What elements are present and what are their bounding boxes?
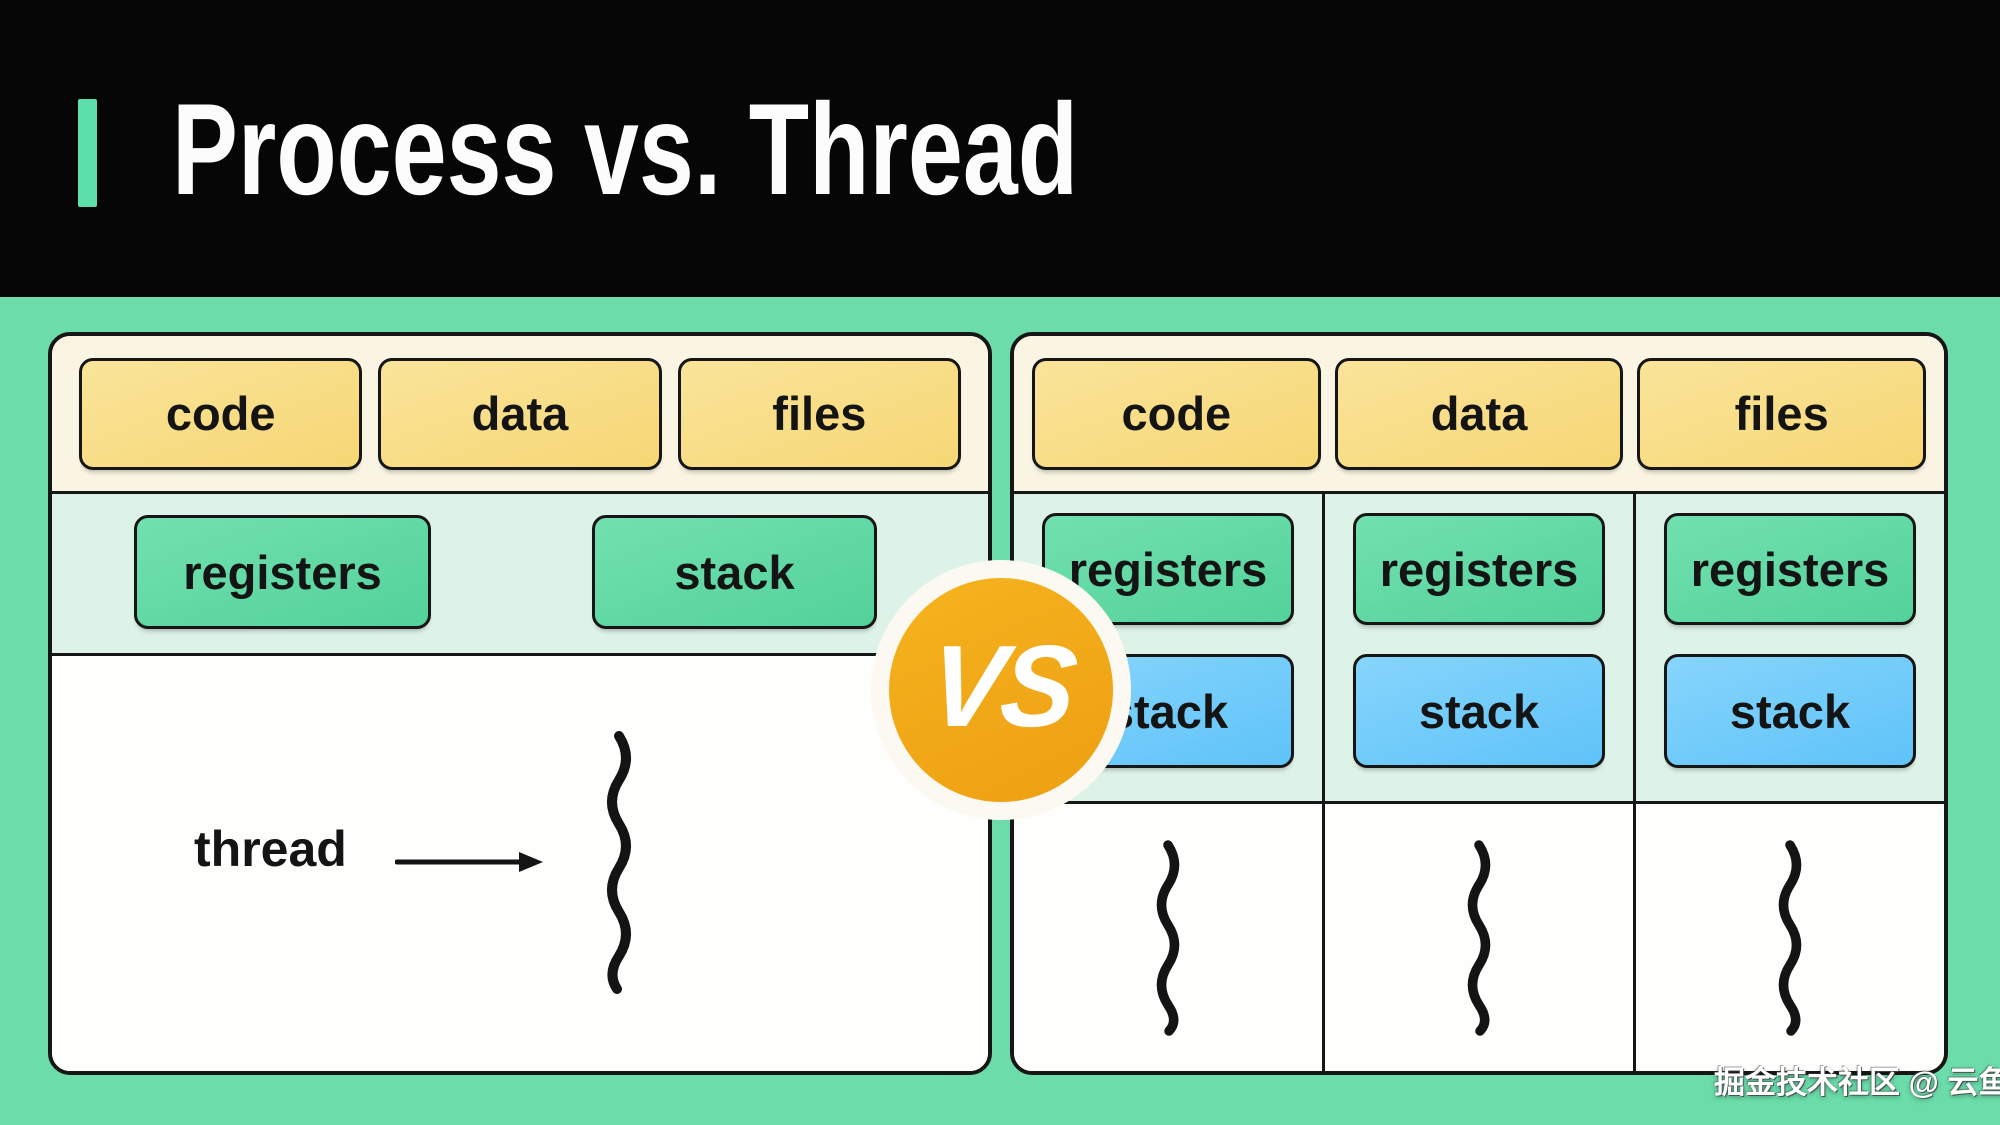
- stack-box: stack: [592, 515, 877, 629]
- thread-label: thread: [194, 821, 347, 877]
- thread-area: thread: [52, 656, 988, 1071]
- thread-column-2: registers stack: [1322, 494, 1633, 1071]
- code-box: code: [79, 357, 363, 470]
- thread-state-cell: registers stack: [1325, 494, 1633, 804]
- title-accent-bar: [78, 99, 97, 207]
- thread-columns: registers stack registers stack: [1014, 494, 1944, 1071]
- vs-badge-circle: VS: [889, 578, 1113, 802]
- thread-squiggle-icon: [1778, 840, 1802, 1036]
- registers-box: registers: [1663, 513, 1917, 625]
- process-resources-row: code data files: [1014, 336, 1944, 494]
- thread-cell: [1636, 804, 1944, 1071]
- stack-box: stack: [1663, 654, 1917, 768]
- registers-box: registers: [1352, 513, 1606, 625]
- page-title: Process vs. Thread: [172, 76, 1079, 222]
- code-box: code: [1032, 357, 1321, 470]
- thread-state-cell: registers stack: [1636, 494, 1944, 804]
- files-box: files: [677, 357, 961, 470]
- vs-badge: VS: [871, 560, 1131, 820]
- thread-cell: [1325, 804, 1633, 1071]
- single-threaded-process-panel: code data files registers stack thread: [48, 332, 992, 1075]
- data-box: data: [378, 357, 662, 470]
- arrow-right-icon: [395, 852, 543, 872]
- thread-state-row: registers stack: [52, 494, 988, 656]
- thread-column-3: registers stack: [1633, 494, 1944, 1071]
- thread-squiggle-icon: [607, 731, 631, 994]
- stack-box: stack: [1352, 654, 1606, 768]
- thread-cell: [1014, 804, 1322, 1071]
- multi-threaded-process-panel: code data files registers stack register…: [1010, 332, 1948, 1075]
- process-resources-row: code data files: [52, 336, 988, 494]
- header-banner: Process vs. Thread: [0, 0, 2000, 297]
- data-box: data: [1334, 357, 1624, 470]
- vs-badge-label: VS: [923, 621, 1080, 751]
- thread-squiggle-icon: [1467, 840, 1491, 1036]
- files-box: files: [1637, 357, 1927, 470]
- thread-squiggle-icon: [1156, 840, 1180, 1036]
- watermark: 掘金技术社区 @ 云鱼T: [1714, 1065, 2000, 1100]
- registers-box: registers: [134, 515, 431, 629]
